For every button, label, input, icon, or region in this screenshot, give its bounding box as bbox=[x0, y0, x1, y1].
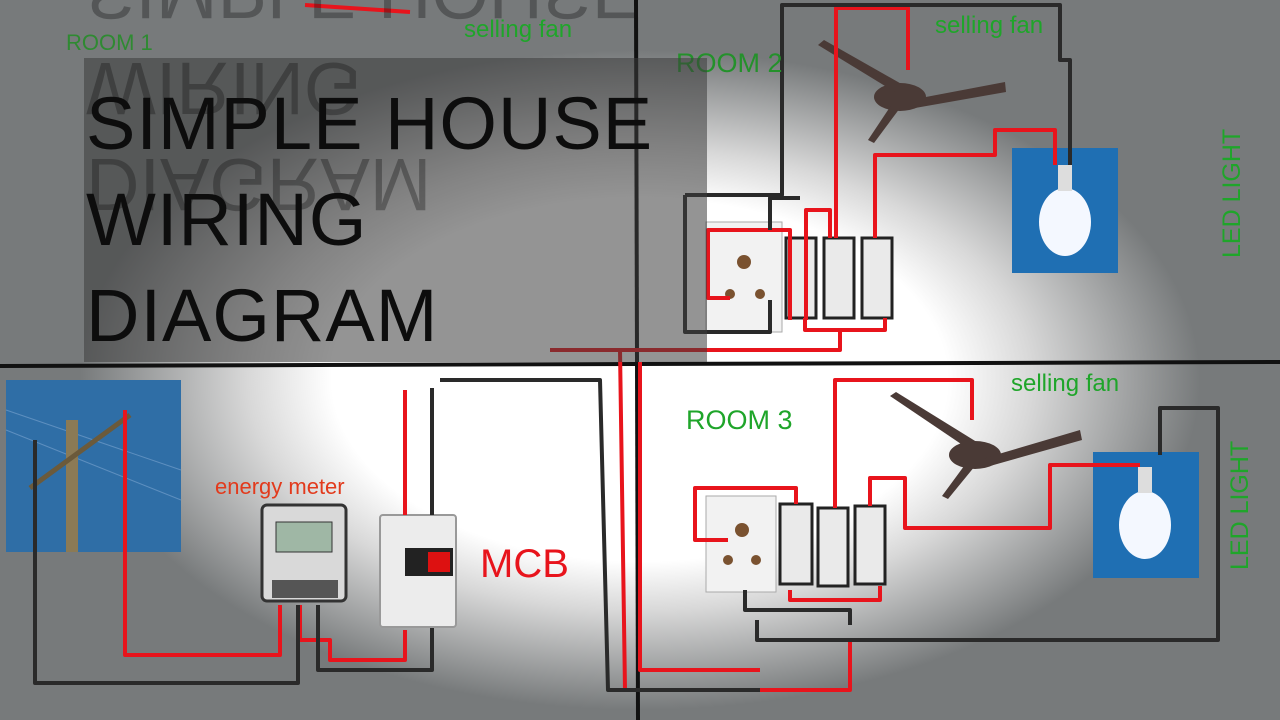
mcb-icon bbox=[379, 514, 457, 628]
switchboard-room2 bbox=[705, 221, 894, 333]
switchboard-room3 bbox=[705, 495, 887, 593]
fan-label-room2: selling fan bbox=[935, 12, 1044, 39]
utility-pole-icon bbox=[5, 380, 182, 552]
page-title: SIMPLE HOUSE WIRING DIAGRAM bbox=[86, 76, 706, 364]
energy-meter-label: energy meter bbox=[215, 474, 345, 499]
ceiling-fan-icon-room3 bbox=[890, 392, 1082, 499]
fan-label-room3: selling fan bbox=[1011, 370, 1120, 397]
fan-label-room1: selling fan bbox=[464, 16, 573, 43]
mcb-label: MCB bbox=[480, 542, 569, 586]
energy-meter-icon bbox=[260, 503, 348, 603]
neutral-wires bbox=[33, 3, 1220, 692]
title-reflection-line-1: SIMPLE HOUSE bbox=[86, 0, 706, 40]
title-overlay bbox=[84, 58, 707, 362]
title-line-1: SIMPLE HOUSE bbox=[86, 82, 654, 165]
bulb-icon-room2 bbox=[1012, 148, 1118, 273]
ceiling-fan-icon-room2 bbox=[818, 40, 1006, 143]
led-label-room3: LED LIGHT bbox=[1226, 440, 1254, 570]
room1-label: ROOM 1 bbox=[66, 30, 153, 55]
room3-label: ROOM 3 bbox=[686, 405, 793, 435]
title-line-3: DIAGRAM bbox=[86, 274, 439, 357]
title-line-2: WIRING bbox=[86, 178, 368, 261]
bulb-icon-room3 bbox=[1093, 452, 1199, 578]
led-label-room2: LED LIGHT bbox=[1218, 128, 1246, 258]
